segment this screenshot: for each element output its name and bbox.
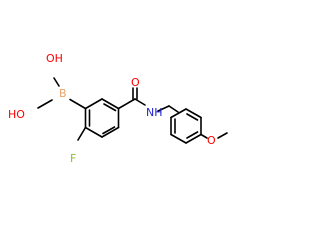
boronic-oh-top-label: OH	[46, 52, 63, 65]
ring2-bond-6	[170, 108, 187, 119]
molecule-structure	[37, 77, 228, 144]
ring1-bond-1	[101, 98, 120, 110]
ring1-inner-bond-1	[103, 103, 117, 112]
ether-oxygen-label: O	[207, 134, 216, 147]
c-f-bond	[77, 126, 87, 141]
ch2-ring-bond	[168, 105, 179, 113]
ring2-bond-4	[170, 133, 187, 144]
ring-o-bond	[200, 133, 208, 139]
carbonyl-n-bond	[134, 98, 146, 106]
ring2-inner-bond-1	[186, 113, 199, 121]
atom-labels: OH B HO O NH F O	[8, 52, 216, 165]
structure-canvas: OH B HO O NH F O	[8, 52, 228, 165]
ring1-bond-4	[84, 126, 103, 138]
ring2-bond-3	[185, 133, 202, 144]
b-oh-top-bond	[53, 77, 60, 87]
ring2-inner-bond-2	[186, 131, 199, 139]
carbonyl-oxygen-label: O	[131, 76, 140, 89]
amide-nh-label: NH	[146, 106, 163, 119]
ring2-bond-1	[185, 108, 202, 119]
c-carbonyl-bond	[117, 98, 136, 110]
o-ch3-bond	[217, 132, 228, 139]
ring1-bond-3	[101, 126, 120, 138]
ring1-inner-bond-2	[102, 126, 116, 135]
n-ch2-bond	[157, 105, 170, 112]
boron-label: B	[59, 87, 67, 100]
boronic-oh-left-label: HO	[8, 108, 25, 121]
b-oh-left-bond	[37, 99, 53, 109]
ring1-bond-6	[84, 98, 103, 110]
c-b-bond	[69, 98, 87, 110]
fluorine-label: F	[70, 152, 76, 165]
